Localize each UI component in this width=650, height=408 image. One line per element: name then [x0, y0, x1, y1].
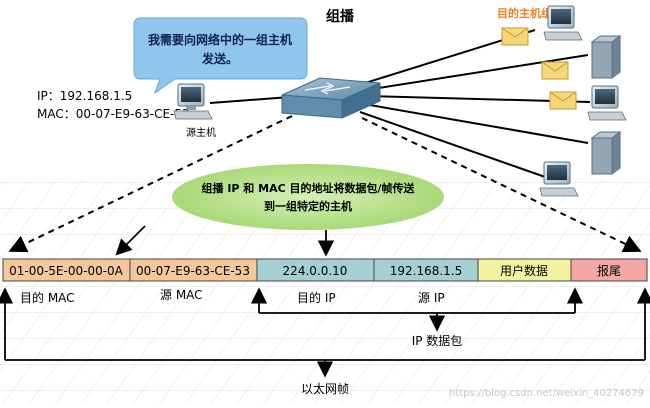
frame-text-src-mac: 00-07-E9-63-CE-53	[136, 264, 250, 278]
label-src-ip: 源 IP	[418, 291, 445, 305]
background-grid	[0, 180, 650, 404]
frame-text-dest-mac: 01-00-5E-00-00-0A	[9, 264, 124, 278]
arrow-to-dest-mac	[115, 225, 146, 256]
target-server-icon	[590, 35, 622, 79]
source-mac-label: MAC：00-07-E9-63-CE-53	[37, 107, 190, 121]
target-computer-icon	[539, 161, 579, 197]
envelope-icon	[501, 27, 529, 46]
label-dest-mac: 目的 MAC	[20, 290, 75, 305]
label-ip-packet: IP 数据包	[412, 333, 463, 348]
source-host-label: 源主机	[186, 126, 216, 139]
target-computer-icon	[543, 5, 583, 41]
speech-bubble-line2: 发送。	[201, 51, 238, 66]
explanation-ellipse	[172, 164, 444, 230]
frame-text-dest-ip: 224.0.0.10	[283, 264, 348, 278]
ip-packet-bracket	[250, 287, 584, 332]
label-ethernet-frame: 以太网帧	[301, 381, 349, 396]
target-computer-icon	[587, 85, 627, 121]
envelope-icon	[549, 91, 577, 110]
frame-text-src-ip: 192.168.1.5	[390, 264, 463, 278]
ellipse-line2: 到一组特定的主机	[264, 199, 352, 213]
ethernet-frame-bracket	[0, 287, 650, 378]
target-server-icon	[590, 131, 622, 175]
dashed-arrow-right	[361, 117, 642, 253]
frame-cell-trailer	[570, 258, 648, 282]
frame-text-user-data: 用户数据	[500, 263, 548, 278]
source-ip-label: IP：192.168.1.5	[37, 89, 132, 103]
dashed-arrow-left	[8, 115, 293, 253]
host-switch-link	[209, 96, 291, 104]
switch-icon	[281, 77, 381, 119]
diagram-title: 组播	[326, 8, 355, 25]
source-computer-icon	[173, 83, 213, 120]
label-dest-ip: 目的 IP	[297, 290, 336, 305]
speech-bubble: 我需要向网络中的一组主机 发送。	[133, 17, 308, 95]
envelope-icon	[541, 61, 569, 80]
ellipse-line1: 组播 IP 和 MAC 目的地址将数据包/帧传送	[201, 181, 415, 195]
frame-row: 01-00-5E-00-00-0A 00-07-E9-63-CE-53 224.…	[2, 258, 648, 282]
target-group-label: 目的主机组	[497, 6, 552, 20]
speech-bubble-line1: 我需要向网络中的一组主机	[148, 32, 292, 47]
label-src-mac: 源 MAC	[160, 288, 203, 302]
frame-text-trailer: 报尾	[597, 263, 621, 278]
watermark-text: https://blog.csdn.net/weixin_40274679	[449, 388, 644, 399]
